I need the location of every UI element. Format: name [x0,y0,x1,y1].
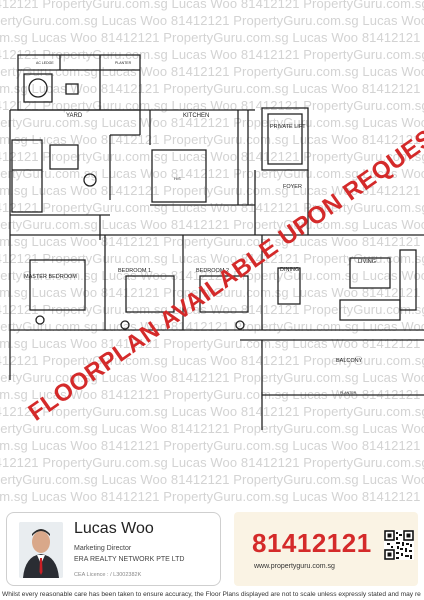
room-label: PLANTER [115,61,132,65]
floor-plan: AC LEDGE PLANTER YARD KITCHEN PRIVATE LI… [9,54,424,430]
agent-photo-icon [19,522,63,578]
room-label: FOYER [283,184,302,190]
room-label: H/S [174,176,181,181]
room-label: BALCONY [336,358,363,364]
watermark-line: 81412121 PropertyGuru.com.sg Lucas Woo 8… [0,438,424,453]
contact-card: 81412121 www.propertyguru.com.sg [234,512,418,586]
room-label: MASTER BEDROOM [24,274,77,280]
room-label: BEDROOM 2 [196,268,229,274]
room-label: AC LEDGE [36,61,54,65]
room-label: BEDROOM 1 [118,268,151,274]
agent-title: Marketing Director [74,545,132,552]
watermark-line: 81412121 PropertyGuru.com.sg Lucas Woo 8… [0,489,424,504]
phone-number[interactable]: 81412121 [252,528,372,558]
room-label: KITCHEN [183,113,209,119]
agent-card: Lucas Woo Marketing Director ERA REALTY … [6,512,221,586]
disclaimer-text: Whilst every reasonable care has been ta… [2,591,421,598]
agent-name: Lucas Woo [74,520,154,537]
agent-licence: CEA Licence : / L3002382K [74,572,142,578]
room-label: PLANTER [340,391,357,395]
room-label: LIVING [358,259,376,265]
room-label: YARD [66,113,83,119]
floor-plan-drawing: AC LEDGE PLANTER YARD KITCHEN PRIVATE LI… [9,54,424,430]
website-link[interactable]: www.propertyguru.com.sg [254,563,335,570]
room-label: PRIVATE LIFT [270,124,306,130]
room-label: DINING [280,267,299,273]
avatar [19,522,63,578]
watermark-line: 81412121 PropertyGuru.com.sg Lucas Woo 8… [0,455,424,470]
agent-company: ERA REALTY NETWORK PTE LTD [74,556,185,563]
watermark-line: 81412121 PropertyGuru.com.sg Lucas Woo 8… [0,472,424,487]
qr-code-icon[interactable] [384,522,414,578]
